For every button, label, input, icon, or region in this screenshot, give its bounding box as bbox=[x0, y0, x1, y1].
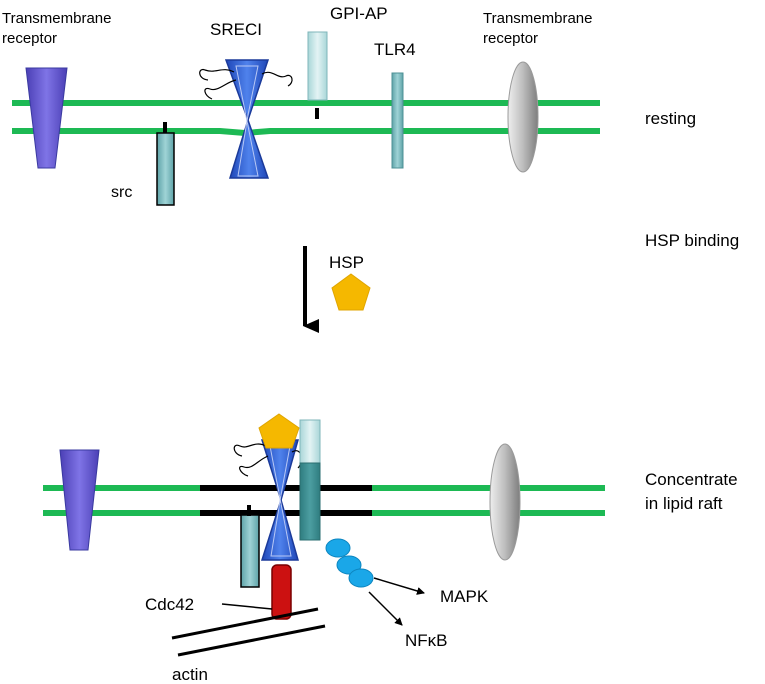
sreci-resting-inner-highlight bbox=[235, 65, 259, 177]
signal-oval-2 bbox=[336, 555, 362, 575]
gpi-ap-raft bbox=[299, 419, 321, 465]
tlr4-raft bbox=[299, 462, 321, 541]
hsp-label: HSP bbox=[329, 253, 364, 272]
state-concentrate-label-1: Concentrate bbox=[645, 470, 738, 489]
sreci-resting-squiggle-3 bbox=[261, 71, 293, 87]
mapk-label: MAPK bbox=[440, 587, 489, 606]
transmembrane-receptor-left-label-2: receptor bbox=[2, 30, 57, 47]
transmembrane-receptor-right-top bbox=[507, 61, 539, 173]
gpi-ap-label: GPI-AP bbox=[330, 4, 388, 23]
nfkb-label: NFκB bbox=[405, 631, 448, 650]
actin-filament-1 bbox=[171, 607, 319, 640]
transmembrane-receptor-left-top bbox=[25, 67, 68, 169]
state-resting-label: resting bbox=[645, 109, 696, 128]
hsp-pentagon-bound bbox=[258, 413, 300, 449]
sreci-resting bbox=[199, 59, 293, 179]
state-hsp-binding-label: HSP binding bbox=[645, 231, 739, 250]
cdc42-pointer bbox=[221, 603, 273, 610]
sreci-label: SRECI bbox=[210, 20, 262, 39]
transmembrane-receptor-left-label-1: Transmembrane bbox=[2, 10, 111, 27]
tlr4-label: TLR4 bbox=[374, 40, 416, 59]
transmembrane-receptor-right-label-2: receptor bbox=[483, 30, 538, 47]
arrow-to-mapk bbox=[373, 577, 425, 595]
src-resting bbox=[156, 132, 175, 206]
transmembrane-receptor-left-bottom bbox=[59, 449, 100, 551]
transmembrane-receptor-right-label-1: Transmembrane bbox=[483, 10, 592, 27]
cdc42-label: Cdc42 bbox=[145, 595, 194, 614]
sreci-raft-squiggle-2 bbox=[239, 455, 269, 477]
hsp-pentagon-free bbox=[331, 273, 371, 311]
gpi-ap-resting bbox=[307, 31, 328, 101]
transmembrane-receptor-right-bottom bbox=[489, 443, 521, 561]
sreci-resting-upper bbox=[224, 59, 270, 123]
actin-label: actin bbox=[172, 665, 208, 684]
src-label: src bbox=[111, 184, 132, 201]
signal-oval-1 bbox=[325, 538, 351, 558]
arrow-to-nfkb bbox=[368, 591, 403, 626]
src-raft bbox=[240, 514, 260, 588]
sreci-raft bbox=[233, 439, 302, 561]
actin-filament-2 bbox=[177, 624, 326, 657]
sreci-resting-lower bbox=[228, 117, 270, 179]
sreci-raft-squiggle-1 bbox=[233, 443, 267, 457]
cdc42-shape bbox=[271, 564, 292, 620]
raft-membrane bbox=[43, 485, 605, 516]
sreci-raft-lower bbox=[260, 497, 299, 561]
sreci-resting-squiggle-1 bbox=[199, 68, 235, 81]
sreci-resting-squiggle-2 bbox=[204, 79, 237, 100]
state-concentrate-label-2: in lipid raft bbox=[645, 494, 723, 513]
signal-oval-3 bbox=[348, 568, 374, 588]
signaling-cascade bbox=[325, 538, 374, 588]
tlr4-resting bbox=[391, 72, 404, 169]
